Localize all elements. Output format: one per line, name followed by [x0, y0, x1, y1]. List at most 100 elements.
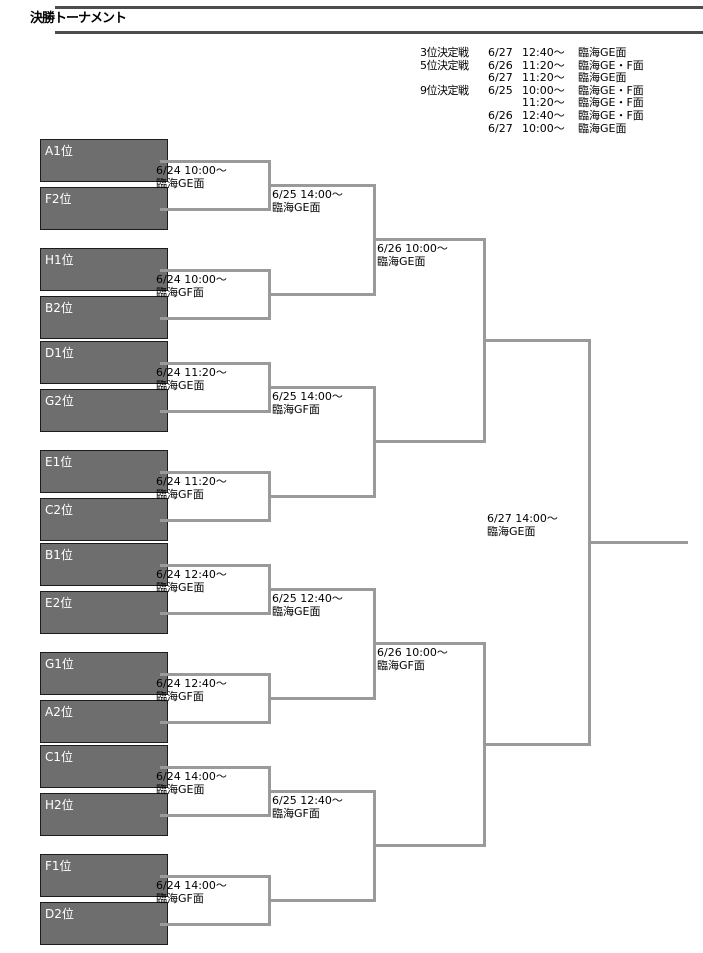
- match-datetime: 6/26 10:00〜: [377, 646, 448, 659]
- team-slot: C1位: [40, 745, 168, 788]
- bracket-line: [268, 587, 373, 591]
- match-venue: 臨海GE面: [156, 782, 205, 796]
- team-slot-label: F1位: [45, 859, 72, 873]
- placement-match-time: 11:20〜: [522, 96, 565, 110]
- round1-match-caption: 6/24 10:00〜臨海GE面: [156, 164, 227, 190]
- team-slot: E1位: [40, 450, 168, 493]
- bracket-line: [160, 874, 268, 878]
- placement-match-venue: 臨海GE・F面: [578, 96, 644, 110]
- placement-schedule-row: 11:20〜臨海GE・F面: [420, 97, 644, 110]
- placement-match-venue: 臨海GE面: [578, 121, 627, 135]
- bracket-line: [160, 563, 268, 567]
- bracket-line: [268, 898, 373, 902]
- bracket-line: [373, 642, 483, 645]
- team-slot: E2位: [40, 591, 168, 634]
- match-venue: 臨海GF面: [272, 402, 320, 416]
- placement-match-time: 10:00〜: [522, 121, 565, 135]
- placement-match-time: 12:40〜: [522, 108, 565, 122]
- team-slot-label: H2位: [45, 798, 74, 812]
- bracket-line: [373, 844, 483, 847]
- placement-match-time: 12:40〜: [522, 46, 565, 59]
- bracket-line: [268, 292, 373, 296]
- match-venue: 臨海GE面: [272, 200, 321, 214]
- bracket-line: [160, 765, 268, 769]
- team-slot-label: G2位: [45, 394, 74, 408]
- match-datetime: 6/26 10:00〜: [377, 242, 448, 255]
- placement-match-name: 3位決定戦: [420, 46, 469, 59]
- match-venue: 臨海GF面: [156, 285, 204, 299]
- bracket-line: [373, 238, 483, 241]
- placement-match-date: 6/27: [488, 121, 513, 135]
- match-venue: 臨海GF面: [156, 891, 204, 905]
- round2-match-caption: 6/25 14:00〜臨海GF面: [272, 390, 343, 416]
- bracket-line: [160, 207, 268, 211]
- match-venue: 臨海GF面: [156, 689, 204, 703]
- team-slot-label: F2位: [45, 192, 72, 206]
- bracket-line: [373, 440, 483, 443]
- team-slot: A2位: [40, 700, 168, 743]
- team-slot-label: B2位: [45, 301, 73, 315]
- match-datetime: 6/24 10:00〜: [156, 272, 227, 286]
- bracket-line: [160, 316, 268, 320]
- round1-match-caption: 6/24 11:20〜臨海GE面: [156, 366, 227, 392]
- match-datetime: 6/24 11:20〜: [156, 474, 227, 488]
- bracket-line: [268, 696, 373, 700]
- match-venue: 臨海GE面: [156, 378, 205, 392]
- round1-match-caption: 6/24 14:00〜臨海GE面: [156, 770, 227, 796]
- page-title: 決勝トーナメント: [30, 11, 127, 26]
- team-slot: H2位: [40, 793, 168, 836]
- bracket-line: [160, 268, 268, 272]
- match-venue: 臨海GE面: [156, 580, 205, 594]
- placement-schedule-row: 5位決定戦 6/26 11:20〜臨海GE・F面: [420, 58, 644, 73]
- team-slot: F2位: [40, 187, 168, 230]
- placement-match-venue: 臨海GE・F面: [578, 58, 644, 72]
- team-slot-label: C1位: [45, 750, 74, 764]
- team-slot: B1位: [40, 543, 168, 586]
- team-slot-label: B1位: [45, 548, 73, 562]
- round2-match-caption: 6/25 12:40〜臨海GF面: [272, 794, 343, 820]
- round1-match-caption: 6/24 10:00〜臨海GF面: [156, 273, 227, 299]
- placement-match-date: 6/27: [488, 71, 513, 85]
- placement-match-date: 6/26: [488, 58, 513, 72]
- semifinal-match-caption: 6/26 10:00〜臨海GE面: [377, 242, 448, 268]
- placement-match-venue: 臨海GE・F面: [578, 83, 644, 97]
- round1-match-caption: 6/24 14:00〜臨海GF面: [156, 879, 227, 905]
- placement-match-venue: 臨海GE面: [578, 46, 627, 59]
- placement-match-name: 5位決定戦: [420, 58, 469, 72]
- bracket-line: [160, 409, 268, 413]
- team-slot-label: D1位: [45, 346, 74, 360]
- bracket-line: [160, 159, 268, 163]
- team-slot-label: E2位: [45, 596, 73, 610]
- placement-schedule-row: 6/27 10:00〜臨海GE面: [420, 121, 644, 136]
- match-datetime: 6/25 12:40〜: [272, 591, 343, 605]
- bracket-line: [160, 611, 268, 615]
- bracket-line: [160, 672, 268, 676]
- final-match-caption: 6/27 14:00〜臨海GE面: [487, 512, 558, 538]
- bracket-line: [268, 183, 373, 187]
- team-slot-label: G1位: [45, 657, 74, 671]
- bracket-line: [483, 743, 588, 746]
- team-slot-label: A1位: [45, 144, 73, 158]
- round1-match-caption: 6/24 12:40〜臨海GF面: [156, 677, 227, 703]
- bracket-line: [483, 339, 588, 342]
- round2-match-caption: 6/25 14:00〜臨海GE面: [272, 188, 343, 214]
- placement-match-venue: 臨海GE面: [578, 71, 627, 85]
- team-slot-label: E1位: [45, 455, 73, 469]
- placement-match-date: 6/27: [488, 46, 513, 59]
- bracket-line: [588, 541, 688, 544]
- placement-match-time: 11:20〜: [522, 58, 565, 72]
- bracket-line: [160, 470, 268, 474]
- match-venue: 臨海GE面: [156, 176, 205, 190]
- team-slot: C2位: [40, 498, 168, 541]
- round2-match-caption: 6/25 12:40〜臨海GE面: [272, 592, 343, 618]
- team-slot-label: C2位: [45, 503, 74, 517]
- bracket-line: [160, 518, 268, 522]
- team-slot-label: D2位: [45, 907, 74, 921]
- bracket-line: [160, 922, 268, 926]
- team-slot: G2位: [40, 389, 168, 432]
- match-datetime: 6/27 14:00〜: [487, 512, 558, 525]
